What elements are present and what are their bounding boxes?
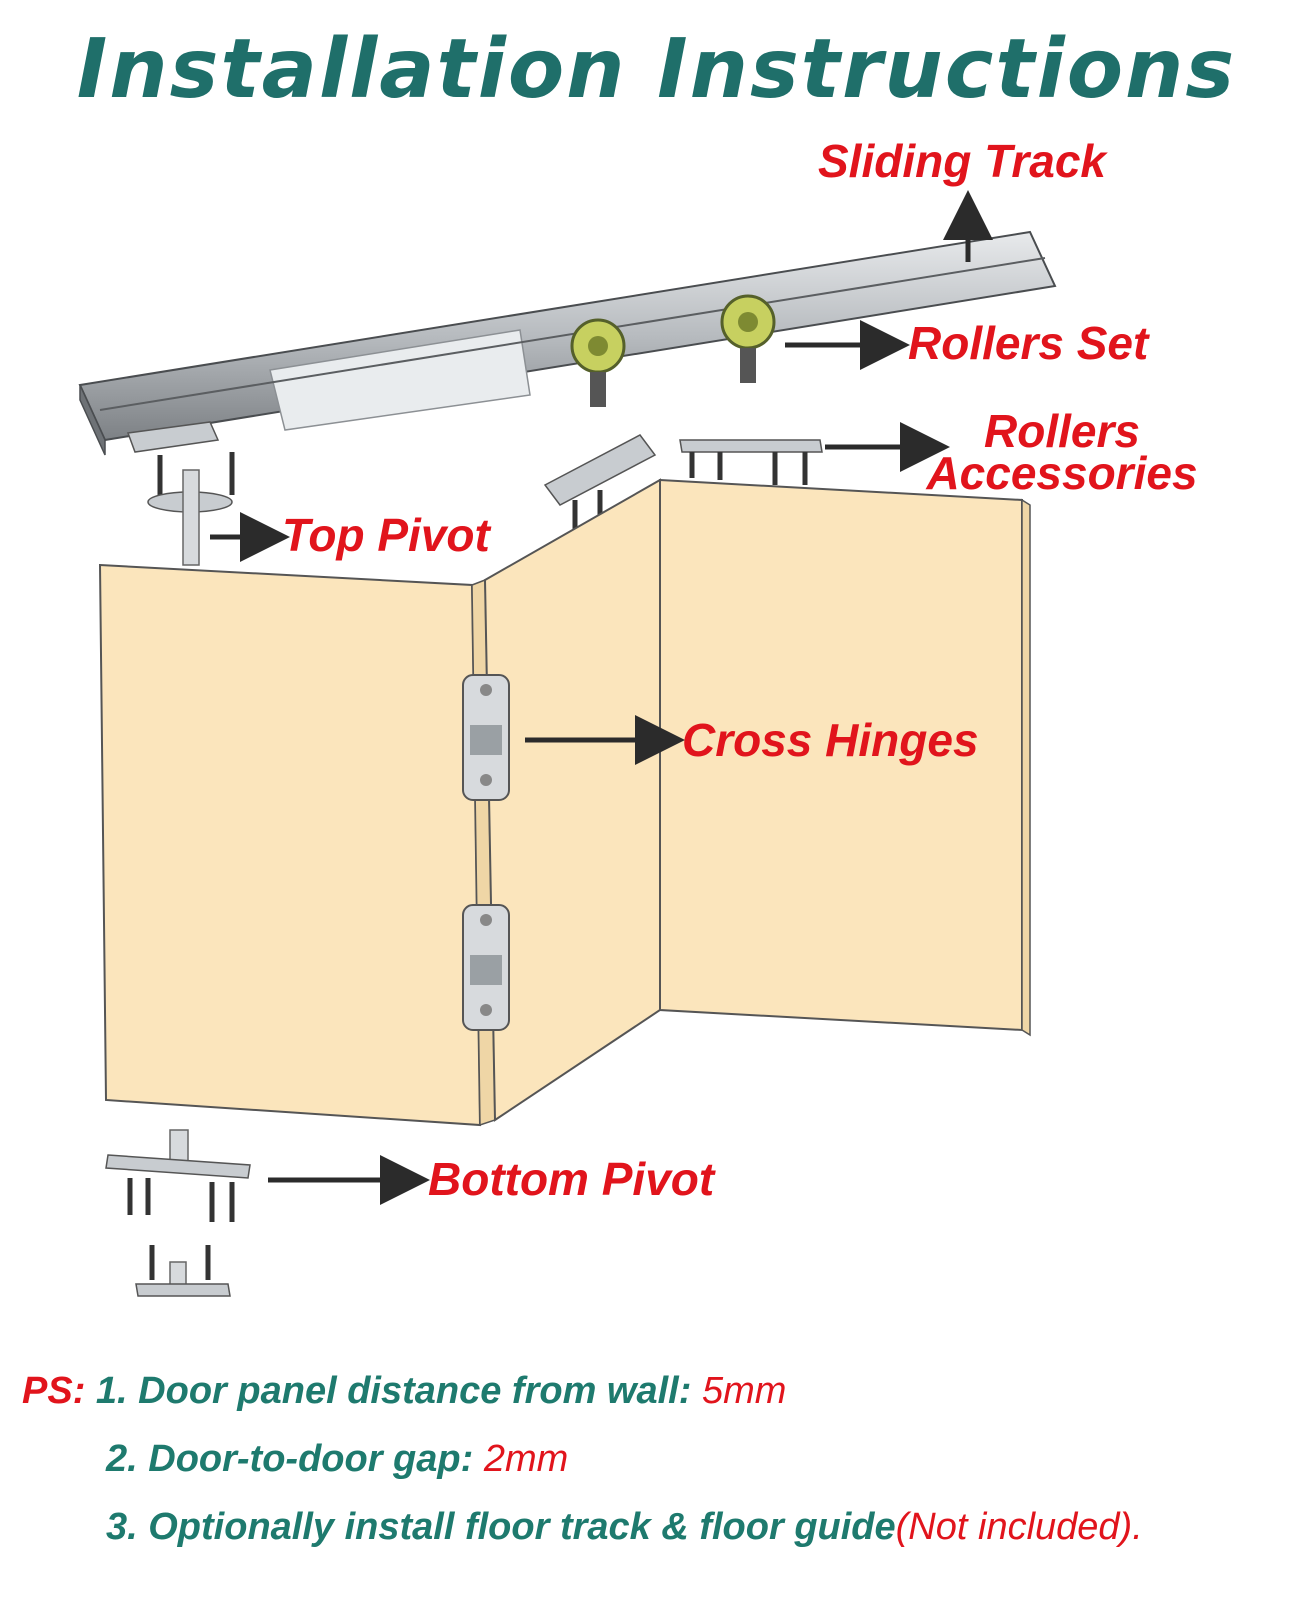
note-3: 3. Optionally install floor track & floo… [106,1506,1143,1549]
page-title: Installation Instructions [76,22,1237,117]
label-rollers-accessories: Rollers Accessories [912,405,1212,499]
door-panels [98,478,1031,1127]
note-1-text: 1. Door panel distance from wall: [95,1370,702,1412]
bottom-pivot [105,1129,251,1297]
label-rollers-set: Rollers Set [908,317,1149,369]
label-top-pivot: Top Pivot [282,509,490,561]
note-3-value: (Not included). [895,1506,1143,1548]
sliding-track [78,230,1057,456]
label-rollers-accessories-line1: Rollers [984,405,1140,457]
note-2: 2. Door-to-door gap: 2mm [106,1438,568,1481]
notes-prefix: PS: [22,1370,86,1412]
label-bottom-pivot: Bottom Pivot [428,1153,715,1205]
rollers-set [570,294,776,407]
note-2-value: 2mm [483,1438,569,1480]
note-1-value: 5mm [701,1370,787,1412]
note-2-text: 2. Door-to-door gap: [106,1438,484,1480]
note-3-text: 3. Optionally install floor track & floo… [106,1506,896,1548]
note-1: PS: 1. Door panel distance from wall: 5m… [22,1370,786,1413]
top-pivot [126,421,235,566]
cross-hinges [462,674,510,1031]
label-cross-hinges: Cross Hinges [682,714,979,766]
label-sliding-track: Sliding Track [818,135,1107,187]
label-rollers-accessories-line2: Accessories [926,447,1198,499]
callout-arrows [210,190,993,1205]
